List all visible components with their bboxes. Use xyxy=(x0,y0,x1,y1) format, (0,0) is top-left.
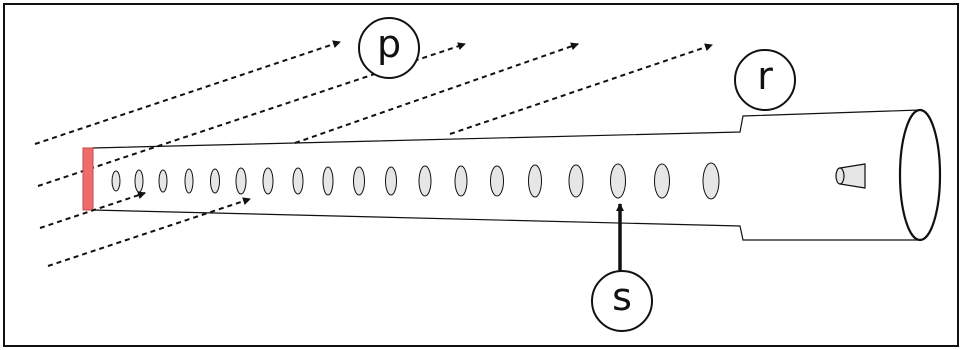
hole-17 xyxy=(610,163,626,199)
pipe-top-edge xyxy=(91,109,921,149)
hole-14 xyxy=(490,165,504,197)
label-p: p xyxy=(377,22,401,66)
hole-16 xyxy=(568,164,584,198)
ray-2 xyxy=(37,42,466,187)
pipe-end-cap xyxy=(82,147,94,211)
ray-5 xyxy=(39,191,146,229)
hole-12 xyxy=(418,165,432,197)
hole-7 xyxy=(262,167,274,195)
label-r: r xyxy=(757,54,773,98)
pipe-holes xyxy=(111,162,720,200)
hole-10 xyxy=(353,166,365,196)
hole-2 xyxy=(134,169,144,193)
callout-s: s xyxy=(591,270,653,332)
hole-6 xyxy=(235,167,247,195)
ray-4 xyxy=(449,43,713,135)
hole-5 xyxy=(210,168,220,194)
hole-9 xyxy=(322,166,334,196)
hole-11 xyxy=(385,166,397,196)
frame-border xyxy=(3,3,959,347)
hole-13 xyxy=(454,165,468,197)
hole-18 xyxy=(654,163,670,199)
dashed-rays-lower xyxy=(39,191,251,267)
callout-r: r xyxy=(734,49,796,111)
callout-p: p xyxy=(358,17,420,79)
pipe xyxy=(91,108,942,242)
pipe-opening xyxy=(898,108,942,242)
ray-3 xyxy=(294,42,579,144)
circle-callout-p xyxy=(358,17,420,79)
dashed-rays-upper xyxy=(34,40,713,187)
hole-1 xyxy=(111,170,121,192)
hole-8 xyxy=(292,167,304,195)
inner-plug xyxy=(835,163,866,189)
hole-3 xyxy=(158,169,168,193)
hole-19 xyxy=(702,162,720,200)
ray-1 xyxy=(34,40,341,145)
circle-callout-r xyxy=(734,49,796,111)
hole-15 xyxy=(528,164,542,198)
label-s: s xyxy=(612,275,632,319)
hole-4 xyxy=(184,168,194,194)
ray-6 xyxy=(47,197,251,267)
pipe-bottom-edge xyxy=(91,209,920,241)
circle-callout-s xyxy=(591,270,653,332)
